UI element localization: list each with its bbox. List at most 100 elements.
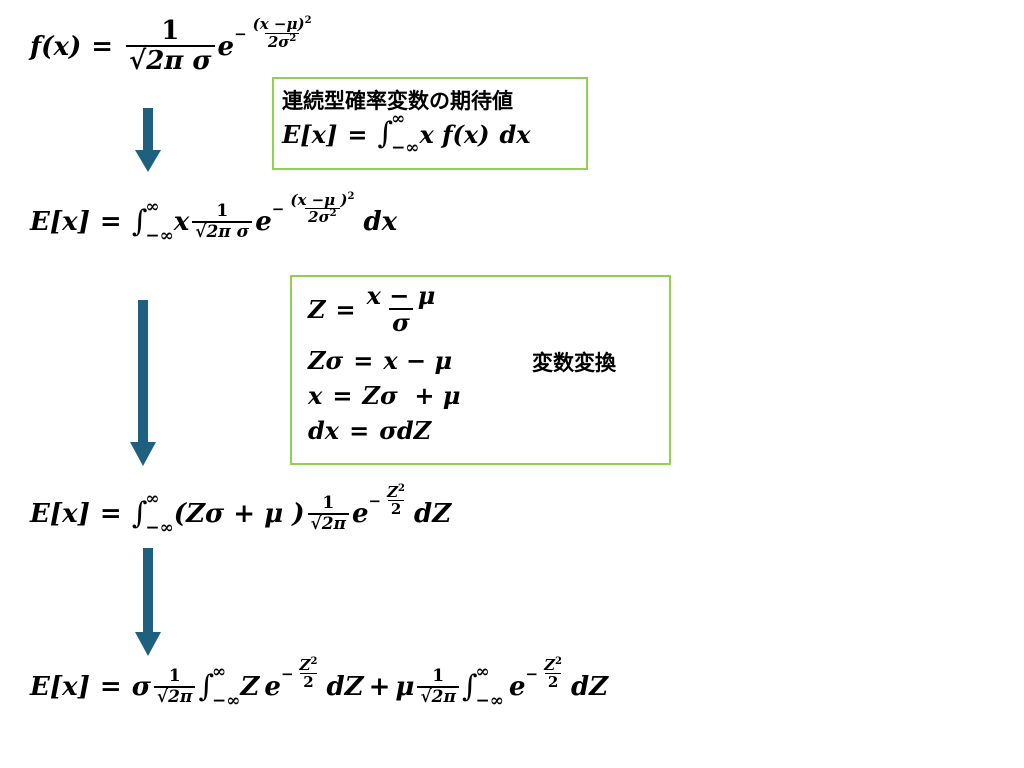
step3-plus: +: [368, 672, 391, 703]
pdf-frac-den: 2π: [146, 45, 184, 77]
sub1-fraction: x − μ σ: [364, 283, 439, 337]
step3-lhs: E[x]: [30, 672, 90, 703]
integral-icon: ∫: [377, 116, 394, 151]
pdf-eq-sign: =: [91, 31, 114, 62]
pdf-exp-minus: −: [234, 24, 247, 43]
step2-exp-num: Z: [387, 482, 399, 501]
sub4-eq-sign: =: [349, 416, 370, 445]
step3-frac1-den: 2π: [168, 685, 193, 707]
expectation-definition-formula: E[x] = ∫ ∞−∞ x f(x) dx: [282, 111, 531, 157]
sub-line-3: x = Zσ + μ: [308, 381, 460, 410]
step2-exp-den: 2: [387, 500, 405, 518]
pdf-frac-num: 1: [161, 16, 180, 46]
pdf-equation: f(x) = 1 √2π σ e − (x −μ)2 2σ2: [30, 16, 316, 77]
sub-line-1: Z = x − μ σ: [308, 283, 441, 337]
step3-frac2-num: 1: [432, 666, 445, 686]
step3-normalizer-fraction-2: 1 √2π: [417, 666, 459, 707]
def-dx: dx: [499, 119, 531, 149]
step1-exponent: − (x −μ )2 2σ2: [271, 190, 359, 227]
integral-icon: ∫: [461, 669, 478, 705]
step1-exp-num-pow: 2: [347, 190, 355, 202]
step1-exp-den: 2σ: [308, 208, 330, 227]
step1-e: e: [255, 207, 272, 238]
step3-equation: E[x] = σ 1 √2π ∫ ∞−∞ Z e − Z2 2 dZ + μ 1…: [30, 656, 609, 710]
sub2-lhs: Zσ: [308, 346, 344, 375]
step2-frac-den: 2π: [321, 512, 346, 534]
integral-icon: ∫: [131, 204, 148, 240]
step1-exp-minus: −: [271, 200, 285, 219]
pdf-lhs: f(x): [30, 31, 82, 62]
substitution-label: 変数変換: [532, 351, 616, 375]
step1-frac-sigma: σ: [236, 221, 250, 242]
sub3-eq-sign: =: [332, 381, 353, 410]
step1-exp-den-pow: 2: [329, 208, 337, 220]
pdf-exponent: − (x −μ)2 2σ2: [234, 16, 315, 52]
pdf-normalizer-fraction: 1 √2π σ: [126, 16, 215, 77]
step3-exp1-num-pow: 2: [310, 655, 318, 667]
step1-dx: dx: [363, 207, 398, 238]
sqrt-icon: √: [156, 686, 169, 707]
step3-Z: Z: [240, 672, 260, 703]
integral-icon: ∫: [131, 496, 148, 532]
sub-line-2: Zσ = x − μ: [308, 346, 452, 375]
step1-int-lower: −∞: [145, 226, 174, 247]
expectation-definition-box: 連続型確率変数の期待値 E[x] = ∫ ∞−∞ x f(x) dx: [272, 77, 588, 170]
def-lhs: E[x]: [282, 119, 338, 149]
step3-frac1-num: 1: [168, 666, 181, 686]
step3-e-1: e: [264, 672, 281, 703]
step3-e-2: e: [508, 672, 526, 703]
step2-exp-num-pow: 2: [398, 482, 406, 494]
sub1-num: x − μ: [366, 281, 436, 310]
def-eq-sign: =: [347, 119, 368, 149]
step2-factor: (Zσ + μ ): [173, 499, 305, 530]
def-int-upper: ∞: [391, 109, 406, 129]
step3-normalizer-fraction-1: 1 √2π: [153, 666, 196, 707]
sqrt-icon: √: [195, 221, 207, 242]
integral-icon: ∫: [198, 669, 214, 705]
step3-dZ-1: dZ: [326, 672, 364, 703]
step2-normalizer-fraction: 1 √2π: [307, 493, 349, 534]
step3-int1-upper: ∞: [212, 662, 227, 683]
sqrt-icon: √: [129, 46, 147, 77]
step2-frac-num: 1: [322, 493, 335, 513]
pdf-frac-sigma: σ: [192, 46, 212, 77]
down-arrow-icon: [135, 548, 161, 656]
sub1-lhs: Z: [308, 295, 326, 325]
step1-exp-num: (x −μ ): [290, 190, 348, 209]
pdf-exp-den: 2σ: [267, 33, 290, 52]
step2-int-upper: ∞: [145, 489, 160, 510]
step3-exp2-minus: −: [525, 665, 539, 684]
step2-lhs: E[x]: [30, 499, 90, 530]
step3-exponent-1: − Z2 2: [280, 655, 322, 691]
substitution-box: Z = x − μ σ Zσ = x − μ x = Zσ + μ dx = σ…: [290, 275, 671, 465]
sub3-lhs: x: [308, 381, 323, 410]
step3-int2-upper: ∞: [475, 662, 490, 683]
sub1-eq-sign: =: [335, 295, 356, 325]
def-int-lower: −∞: [391, 138, 420, 158]
step1-frac-num: 1: [216, 201, 229, 221]
step1-integral: ∫ ∞ −∞: [131, 199, 174, 245]
step2-int-lower: −∞: [145, 518, 174, 539]
step1-int-upper: ∞: [145, 197, 160, 218]
def-integral: ∫ ∞ −∞: [377, 111, 419, 157]
step1-eq-sign: =: [99, 207, 122, 238]
down-arrow-icon: [135, 108, 161, 172]
sub-line-4: dx = σdZ: [308, 416, 431, 445]
step3-exponent-2: − Z2 2: [525, 655, 567, 691]
step2-e: e: [351, 499, 369, 530]
step3-integral-2: ∫ ∞ −∞: [461, 664, 504, 710]
sub1-den: σ: [389, 308, 413, 336]
step3-exp2-num-pow: 2: [555, 655, 562, 667]
step3-frac2-den: 2π: [431, 685, 456, 707]
step3-int2-lower: −∞: [475, 691, 504, 712]
step1-x: x: [173, 207, 190, 238]
sub4-rhs: σdZ: [379, 416, 432, 445]
step2-eq-sign: =: [99, 499, 122, 530]
expectation-definition-title: 連続型確率変数の期待値: [282, 89, 513, 113]
sub3-rhs: Zσ + μ: [362, 381, 461, 410]
step3-mu: μ: [395, 672, 415, 703]
sub2-rhs: x − μ: [383, 346, 453, 375]
step1-lhs: E[x]: [30, 207, 90, 238]
step3-exp1-minus: −: [280, 665, 294, 684]
step3-dZ-2: dZ: [571, 672, 609, 703]
